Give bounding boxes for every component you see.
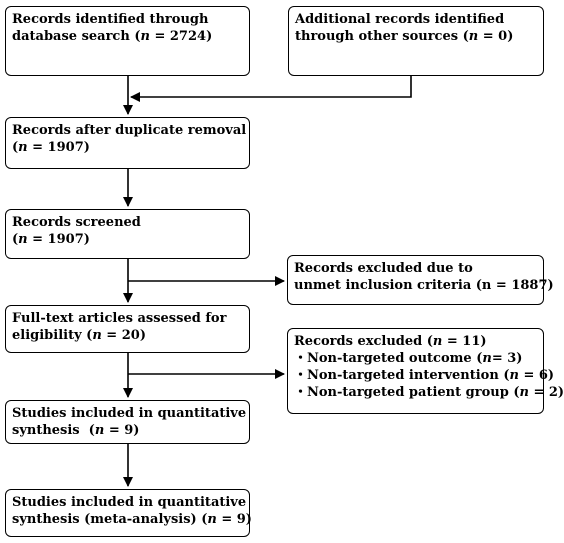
list-item: ・Non-targeted intervention (n = 6)	[294, 367, 554, 384]
text-part: = 20)	[101, 328, 146, 343]
n-symbol: n	[18, 232, 28, 247]
box-line: Studies included in quantitative	[12, 495, 247, 510]
text-part: ・Non-targeted patient group (	[294, 385, 520, 400]
full-text-assessed-box: Full-text articles assessed for eligibil…	[5, 305, 250, 353]
text-part: = 1907)	[27, 140, 90, 155]
text-part: ・Non-targeted intervention (	[294, 368, 510, 383]
n-symbol: n	[94, 423, 105, 438]
n-symbol: n	[92, 328, 102, 343]
text-part: = 6)	[518, 368, 555, 383]
box-line: Records excluded due to	[294, 261, 473, 276]
additional-records-box: Additional records identified through ot…	[288, 6, 544, 76]
text-part: (	[12, 140, 19, 155]
text-part: = 11)	[442, 334, 487, 349]
text-part: synthesis (meta-analysis) (	[12, 512, 208, 527]
n-symbol: n	[519, 385, 529, 400]
text-part: = 9)	[104, 423, 140, 438]
text-part: = 1907)	[27, 232, 90, 247]
text-part: through other sources (	[295, 29, 469, 44]
n-symbol: n	[468, 29, 479, 44]
box-line: Studies included in quantitative	[12, 406, 247, 421]
box-title: Records excluded (n = 11)	[294, 333, 537, 350]
records-excluded-criteria-box: Records excluded due to unmet inclusion …	[287, 255, 554, 305]
n-symbol: n	[432, 334, 443, 349]
text-part: database search (	[12, 29, 141, 44]
box-line: eligibility (n = 20)	[12, 327, 243, 344]
box-line: Records identified through	[12, 12, 209, 27]
text-part: (	[12, 232, 19, 247]
after-duplicate-removal-box: Records after duplicate removal (n = 190…	[5, 117, 250, 169]
text-part: Records excluded (	[294, 334, 433, 349]
exclusion-reasons-list: ・Non-targeted outcome (n= 3) ・Non-target…	[294, 350, 564, 401]
text-part: ・Non-targeted outcome (	[294, 351, 483, 366]
prisma-flow-diagram: Records identified through database sear…	[5, 6, 564, 537]
box-line: synthesis (n = 9)	[12, 422, 243, 439]
list-item: ・Non-targeted patient group (n = 2)	[294, 384, 564, 401]
n-symbol: n	[482, 351, 492, 366]
box-line: Records screened	[12, 215, 141, 230]
records-excluded-11-box: Records excluded (n = 11) ・Non-targeted …	[287, 328, 564, 414]
box-line: database search (n = 2724)	[12, 28, 243, 45]
n-symbol: n	[140, 29, 150, 44]
list-item: ・Non-targeted outcome (n= 3)	[294, 350, 537, 367]
studies-included-meta-analysis-box: Studies included in quantitative synthes…	[5, 489, 252, 537]
box-line: synthesis (meta-analysis) (n = 9)	[12, 511, 252, 528]
n-symbol: n	[509, 368, 519, 383]
text-part: synthesis (	[12, 423, 95, 438]
records-identified-box: Records identified through database sear…	[5, 6, 250, 76]
box-line: (n = 1907)	[12, 139, 243, 156]
box-line: Records after duplicate removal	[12, 123, 247, 138]
records-screened-box: Records screened (n = 1907)	[5, 209, 250, 259]
box-line: (n = 1907)	[12, 231, 243, 248]
text-part: = 0)	[478, 29, 514, 44]
box-line: unmet inclusion criteria (n = 1887)	[294, 278, 554, 293]
arrow-other-sources-join	[130, 76, 412, 102]
box-line: Full-text articles assessed for	[12, 311, 227, 326]
box-line: Additional records identified	[295, 12, 505, 27]
text-part: = 9)	[216, 512, 252, 527]
text-part: eligibility (	[12, 328, 93, 343]
studies-included-quantitative-box: Studies included in quantitative synthes…	[5, 400, 250, 444]
box-line: through other sources (n = 0)	[295, 28, 537, 45]
text-part: = 3)	[491, 351, 523, 366]
text-part: = 2)	[528, 385, 564, 400]
text-part: = 2724)	[149, 29, 213, 44]
flow-connectors	[123, 76, 412, 487]
n-symbol: n	[207, 512, 217, 527]
n-symbol: n	[18, 140, 28, 155]
